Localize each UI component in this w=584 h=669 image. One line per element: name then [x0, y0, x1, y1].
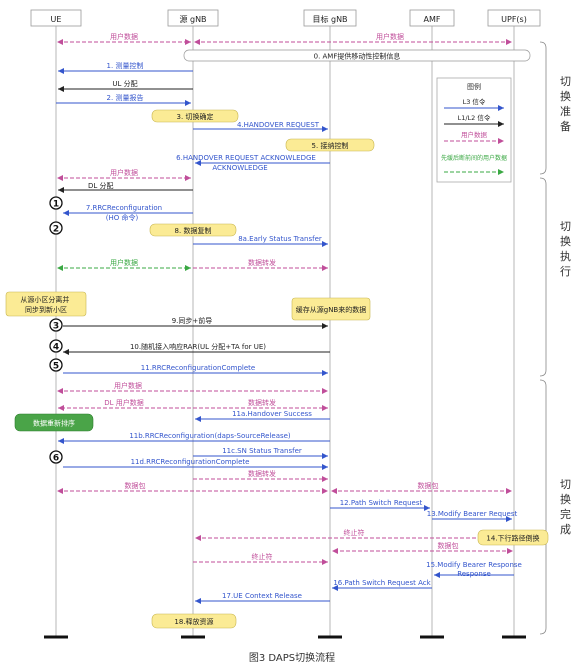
step-3: 3. 切换确定: [177, 112, 214, 121]
user-data-label-1: 用户数据: [110, 32, 138, 41]
note-detach-line-1: 从源小区分离并: [20, 295, 69, 304]
user-data-label-3: 用户数据: [110, 168, 138, 177]
step-17-label: 17.UE Context Release: [222, 592, 302, 600]
step-4-label: 4.HANDOVER REQUEST: [237, 121, 320, 129]
legend-data-label: 用户数据: [461, 130, 488, 139]
user-data-green-label: 用户数据: [110, 258, 138, 267]
phase-char: 切: [560, 478, 571, 491]
data-fwd-label-2: 数据转发: [248, 398, 276, 407]
marker-5: [49, 358, 63, 372]
phase-char: 切: [560, 75, 571, 88]
marker-2: [49, 221, 63, 235]
step-14: 14.下行路径倒换: [486, 534, 539, 543]
data-pkt-label-1: 数据包: [125, 481, 146, 490]
step-2-label: 2. 测量报告: [107, 93, 144, 102]
note-buffer: 缓存从源gNB来的数据: [296, 305, 366, 314]
end-marker-label-1: 终止符: [344, 528, 365, 537]
phase-char: 换: [560, 492, 571, 506]
marker-4: [49, 339, 63, 353]
step-6-label-2: ACKNOWLEDGE: [212, 164, 267, 172]
step-11a-label: 11a.Handover Success: [232, 410, 312, 418]
step-11b-label: 11b.RRCReconfiguration(daps-SourceReleas…: [129, 432, 291, 440]
user-data-label-4: 用户数据: [114, 381, 142, 390]
phase-brackets: [539, 41, 547, 635]
phase-char: 执: [560, 249, 571, 263]
step-16-label: 16.Path Switch Request Ack: [333, 579, 431, 587]
marker-6-label: 6: [53, 454, 59, 464]
note-detach-line-2: 同步到新小区: [25, 305, 67, 314]
phase-char: 备: [560, 119, 571, 133]
legend-l3-label: L3 信令: [463, 97, 486, 106]
phase-preparation: 切换准备: [560, 75, 571, 133]
step-6-label: 6.HANDOVER REQUEST ACKNOWLEDGE: [176, 154, 316, 162]
entity-upf: UPF(s): [501, 15, 527, 24]
marker-1-label: 1: [53, 200, 59, 210]
step-1-label: 1. 测量控制: [107, 61, 144, 70]
step-11c-label: 11c.SN Status Transfer: [222, 447, 302, 455]
dl-alloc-label: DL 分配: [88, 181, 114, 190]
data-fwd-label-3: 数据转发: [248, 469, 276, 478]
note-reorder: 数据重新排序: [33, 419, 75, 428]
marker-5-label: 5: [53, 362, 59, 372]
marker-1: [49, 196, 63, 210]
user-data-label-2: 用户数据: [376, 32, 404, 41]
entity-target-gnb: 目标 gNB: [312, 14, 347, 24]
step-7-sub: (HO 命令): [106, 213, 139, 222]
phase-labels: 切换准备 切换执行 切换完成: [560, 75, 571, 536]
phase-char: 切: [560, 220, 571, 233]
step-15-label-2: Response: [457, 570, 491, 578]
legend: 图例 L3 信令 L1/L2 信令 用户数据 先缓后断前间的用户数据: [436, 77, 512, 183]
legend-green-label: 先缓后断前间的用户数据: [441, 154, 507, 162]
legend-title: 图例: [467, 82, 481, 91]
phase-completion: 切换完成: [560, 478, 571, 536]
entity-headers: UE 源 gNB 目标 gNB AMF UPF(s): [30, 9, 541, 27]
phase-char: 换: [560, 89, 571, 103]
step-12-label: 12.Path Switch Request: [340, 499, 423, 507]
phase-char: 换: [560, 234, 571, 248]
phase-char: 准: [560, 105, 571, 118]
step-8: 8. 数据复制: [175, 226, 212, 235]
legend-l12-label: L1/L2 信令: [458, 113, 491, 122]
data-pkt-label-3: 数据包: [438, 541, 459, 550]
note-detach: 从源小区分离并 同步到新小区: [20, 295, 71, 314]
step-0: 0. AMF提供移动性控制信息: [314, 52, 401, 61]
entity-amf: AMF: [424, 15, 441, 24]
step-11-label: 11.RRCReconfigurationComplete: [141, 364, 255, 372]
dl-user-data-label: DL 用户数据: [104, 398, 144, 407]
phase-char: 完: [560, 507, 571, 521]
marker-2-label: 2: [53, 225, 59, 235]
step-8a-label: 8a.Early Status Transfer: [238, 235, 322, 243]
figure-caption: 图3 DAPS切换流程: [249, 651, 335, 664]
step-15-label: 15.Modify Bearer Response: [426, 561, 522, 569]
step-13-label: 13.Modify Bearer Request: [427, 510, 518, 518]
step-11d-label: 11d.RRCReconfigurationComplete: [131, 458, 250, 466]
step-9-label: 9.同步+前导: [172, 316, 213, 325]
ul-alloc-label: UL 分配: [112, 79, 137, 88]
marker-3-label: 3: [53, 322, 59, 332]
phase-char: 成: [560, 523, 571, 536]
step-7-label: 7.RRCReconfiguration: [86, 204, 162, 212]
end-marker-label-2: 终止符: [252, 552, 273, 561]
phase-char: 行: [560, 265, 571, 278]
step-18: 18.释放资源: [174, 617, 213, 626]
entity-ue: UE: [51, 15, 62, 24]
step-5: 5. 接纳控制: [312, 141, 349, 150]
marker-6: [49, 450, 63, 464]
phase-execution: 切换执行: [560, 220, 571, 278]
data-fwd-label-1: 数据转发: [248, 258, 276, 267]
entity-source-gnb: 源 gNB: [179, 15, 206, 24]
marker-4-label: 4: [53, 343, 59, 353]
marker-3: [49, 318, 63, 332]
step-10-label: 10.随机接入响应RAR(UL 分配+TA for UE): [130, 342, 266, 351]
data-pkt-label-2: 数据包: [418, 481, 439, 490]
